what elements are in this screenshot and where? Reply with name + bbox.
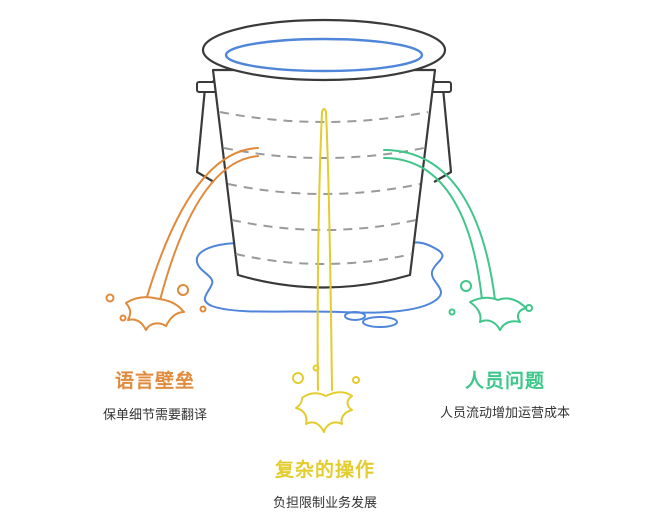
language-barrier-description: 保单细节需要翻译	[102, 408, 207, 423]
green-leak-stream	[383, 149, 533, 331]
orange-leak-stream	[105, 147, 259, 331]
yellow-leak-stream	[292, 108, 360, 433]
personnel-issues-title: 人员问题	[464, 370, 545, 392]
complex-operations-description: 负担限制业务发展	[272, 496, 377, 511]
personnel-issues-description: 人员流动增加运营成本	[439, 406, 570, 421]
language-barrier-title: 语言壁垒	[114, 370, 195, 392]
water-puddle-icon	[195, 241, 444, 328]
complex-operations-title: 复杂的操作	[274, 459, 375, 481]
